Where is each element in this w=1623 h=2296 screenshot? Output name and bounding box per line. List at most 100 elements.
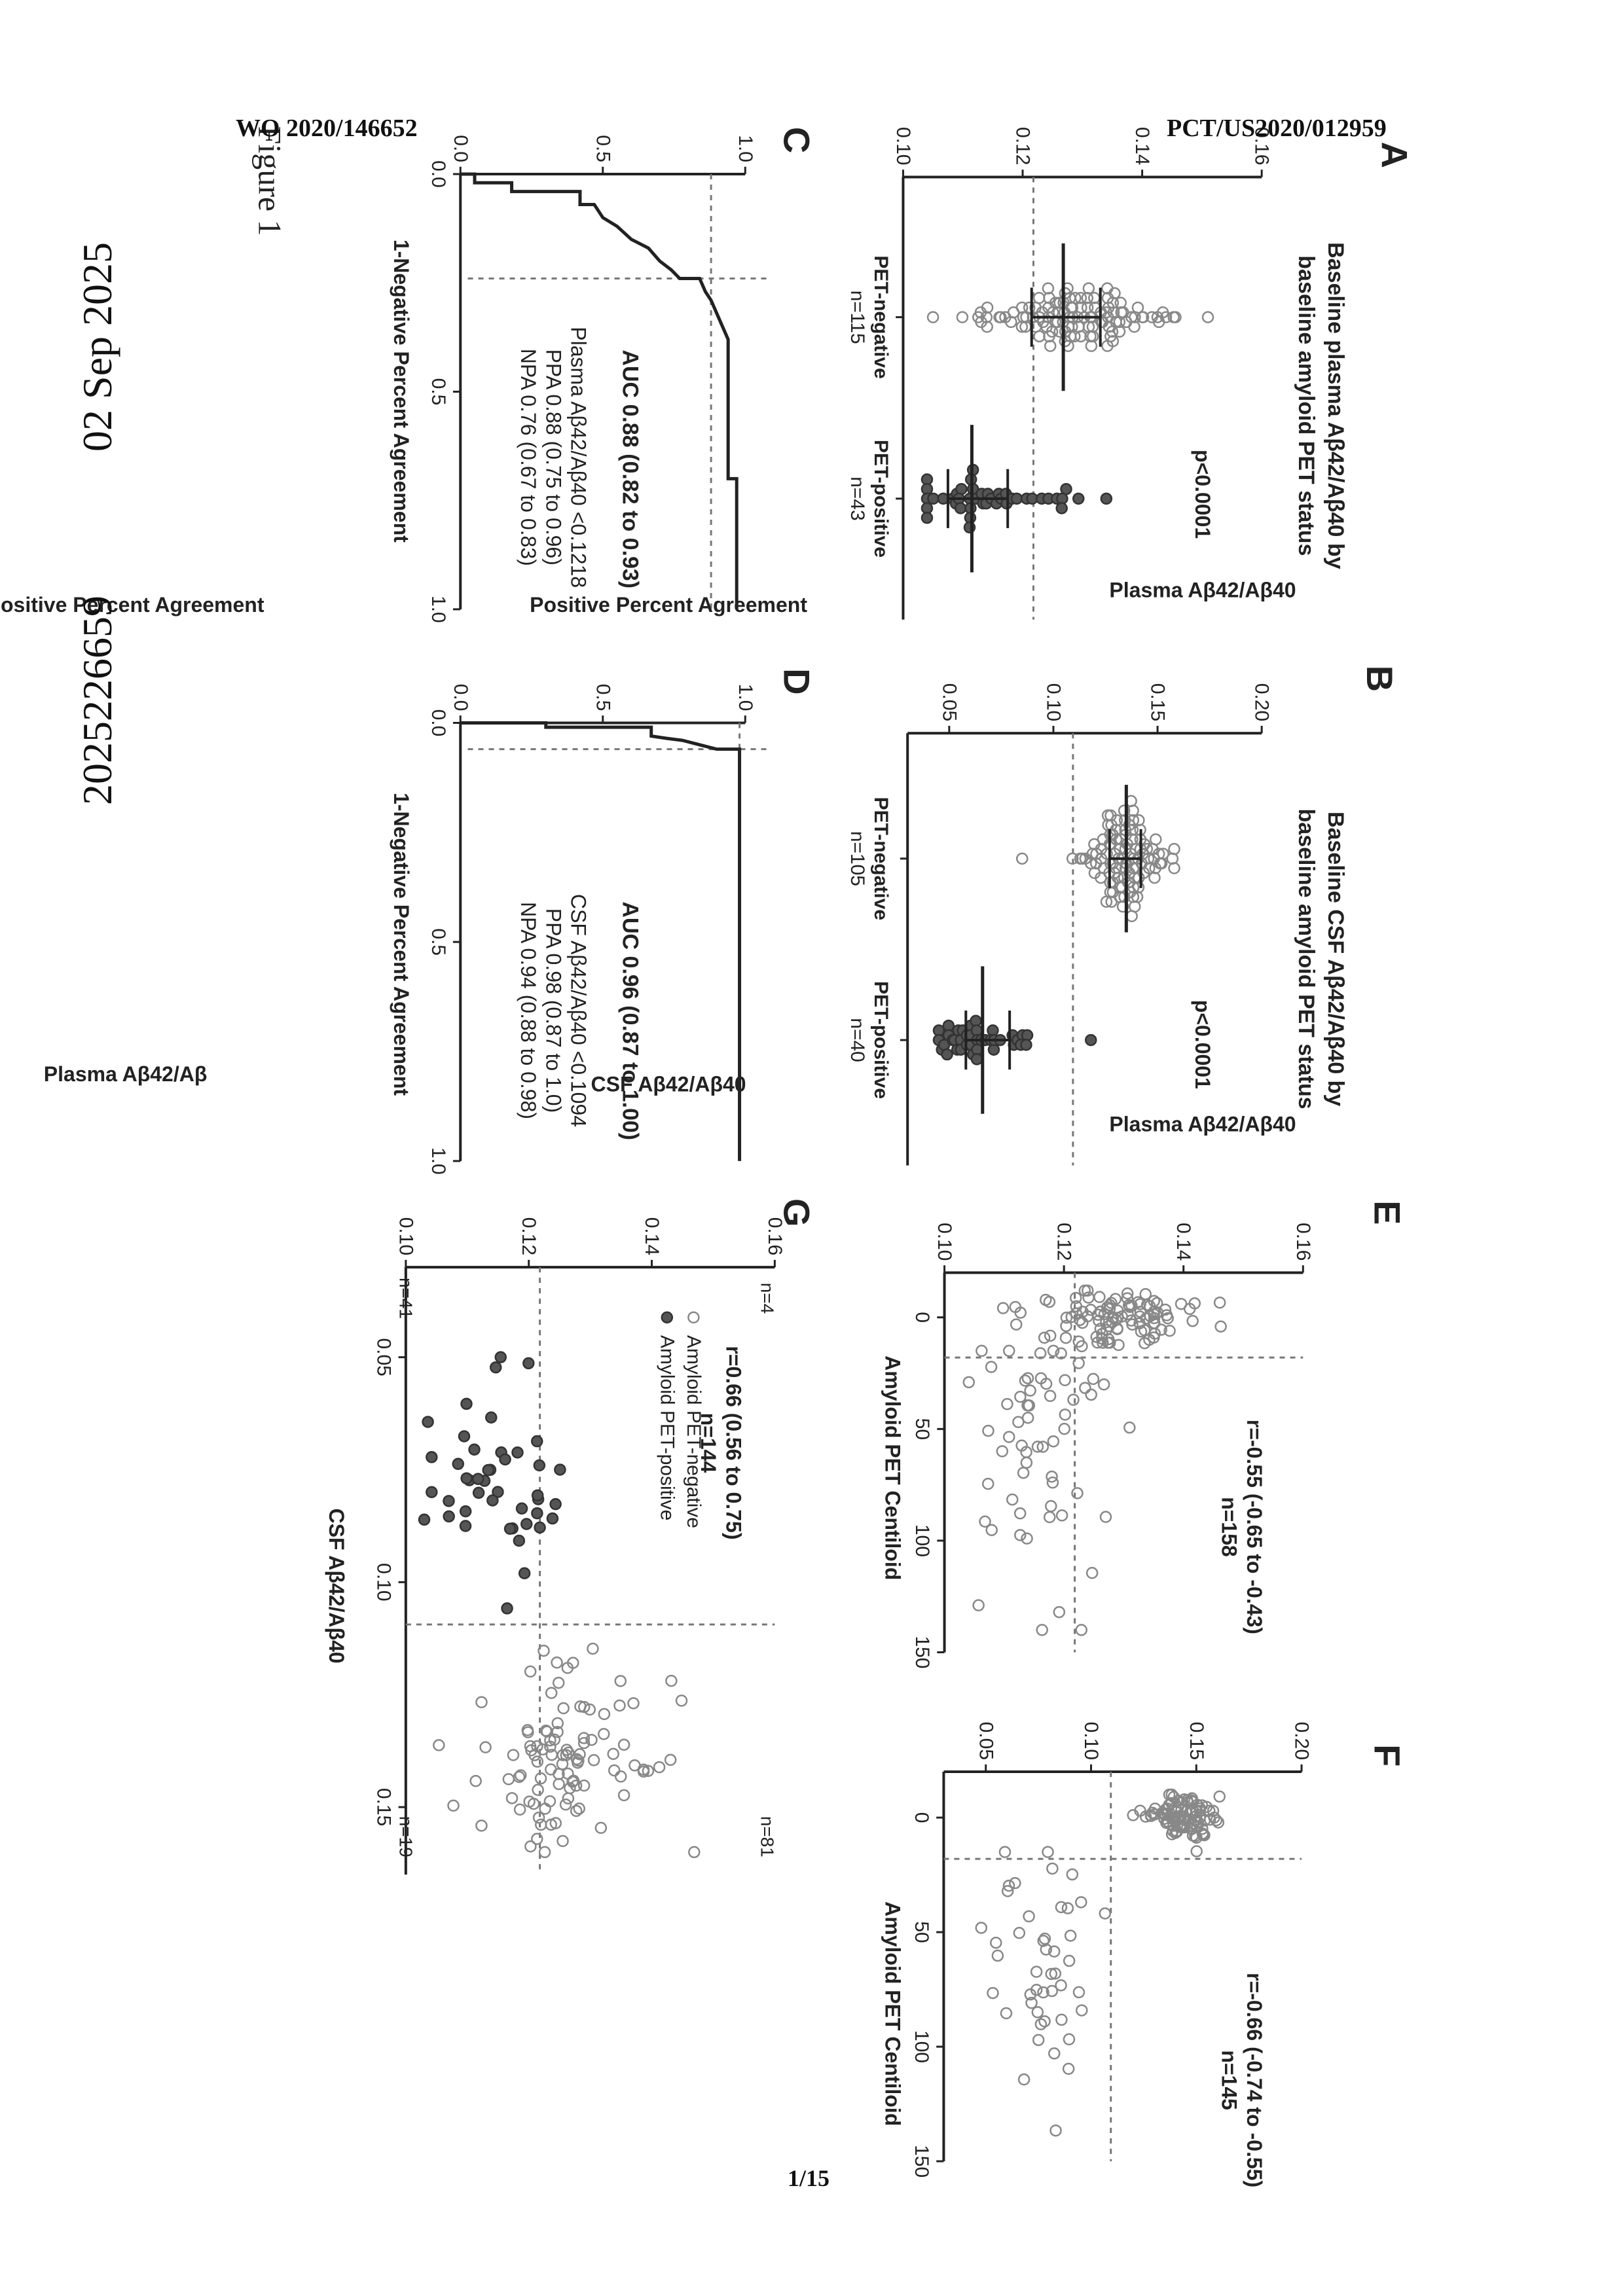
panel-g-data-point bbox=[532, 1436, 542, 1446]
panel-g-data-point bbox=[535, 1522, 545, 1533]
panel-f-xtick-label: 0 bbox=[911, 1812, 932, 1823]
panel-g-data-point bbox=[426, 1452, 437, 1462]
panel-c-auc-label: AUC 0.88 (0.82 to 0.93) bbox=[617, 350, 642, 588]
panel-a-data-point bbox=[928, 493, 939, 504]
panel-c-y-axis-title: Positive Percent Agreement bbox=[0, 593, 264, 617]
panel-c-ytick-label: 0.5 bbox=[592, 135, 613, 162]
panel-g-x-axis-title: CSF Aβ42/Aβ40 bbox=[325, 1509, 348, 1664]
panel-d-x-axis-title: 1-Negative Percent Agreement bbox=[390, 793, 413, 1096]
panel-g-ytick-label: 0.12 bbox=[518, 1217, 539, 1255]
panel-b-category-label: PET-negative bbox=[870, 797, 892, 920]
panel-b-data-point bbox=[972, 1054, 982, 1064]
panel-d-letter: D bbox=[776, 668, 818, 694]
panel-g-xtick-label: 0.10 bbox=[373, 1563, 395, 1601]
panel-g-data-point bbox=[461, 1399, 471, 1409]
panel-e-ytick-label: 0.12 bbox=[1053, 1223, 1075, 1261]
panel-d-xtick-label: 0.5 bbox=[428, 928, 449, 956]
panel-b-ytick-label: 0.15 bbox=[1147, 683, 1169, 721]
panel-a-letter: A bbox=[1374, 141, 1415, 168]
panel-g-data-point bbox=[512, 1447, 522, 1458]
panel-b-data-point bbox=[987, 1025, 998, 1035]
panel-b-ytick-label: 0.20 bbox=[1251, 683, 1273, 721]
panel-a-p-value: p<0.0001 bbox=[1191, 450, 1214, 539]
panel-b-ytick-label: 0.05 bbox=[938, 683, 960, 721]
panel-g-data-point bbox=[521, 1519, 532, 1530]
panel-e-xtick-label: 100 bbox=[911, 1524, 933, 1557]
panel-a-data-point bbox=[1073, 493, 1084, 504]
panel-b-letter: B bbox=[1359, 666, 1400, 692]
panel-g-data-point bbox=[487, 1495, 498, 1505]
panel-f-ytick-label: 0.20 bbox=[1291, 1722, 1313, 1760]
panel-b-category-n: n=105 bbox=[847, 831, 868, 886]
panel-g-data-point bbox=[519, 1568, 530, 1579]
panel-g-data-point bbox=[462, 1473, 472, 1484]
panel-g-data-point bbox=[517, 1503, 527, 1514]
panel-d-stat-line: NPA 0.94 (0.88 to 0.98) bbox=[517, 902, 540, 1119]
panel-g-xtick-label: 0.05 bbox=[373, 1338, 395, 1376]
header-publication-number: WO 2020/146652 bbox=[236, 115, 418, 142]
panel-c-stat-line: Plasma Aβ42/Aβ40 <0.1218 bbox=[567, 327, 591, 588]
panel-a-data-point bbox=[1057, 503, 1067, 514]
panel-f-n-label: n=145 bbox=[1218, 2050, 1241, 2110]
panel-b-category-n: n=40 bbox=[847, 1018, 868, 1062]
panel-e-ytick-label: 0.16 bbox=[1292, 1223, 1314, 1261]
panel-g-data-point bbox=[453, 1459, 464, 1469]
panel-f-ytick-label: 0.15 bbox=[1186, 1722, 1207, 1760]
panel-g-data-point bbox=[473, 1488, 484, 1498]
panel-g-letter: G bbox=[776, 1198, 818, 1227]
panel-e-correlation: r=-0.55 (-0.65 to -0.43) bbox=[1243, 1420, 1266, 1634]
panel-g-data-point bbox=[459, 1431, 469, 1442]
panel-g-data-point bbox=[469, 1444, 480, 1455]
panel-g-data-point bbox=[496, 1352, 506, 1363]
panel-e-ytick-label: 0.14 bbox=[1173, 1223, 1194, 1261]
panel-b-data-point bbox=[1021, 1039, 1031, 1050]
panel-g-legend-filled-marker bbox=[662, 1312, 672, 1323]
panel-b-ytick-label: 0.10 bbox=[1042, 683, 1064, 721]
panel-d-xtick-label: 1.0 bbox=[428, 1147, 449, 1175]
panel-g-data-point bbox=[423, 1416, 433, 1427]
panel-b-data-point bbox=[942, 1049, 953, 1060]
panel-a-category-n: n=43 bbox=[847, 476, 868, 521]
panel-g-y-axis-title: Plasma Aβ42/Aβ40 bbox=[1109, 579, 1296, 602]
panel-c-stat-line: PPA 0.88 (0.75 to 0.96) bbox=[541, 350, 565, 565]
panel-d-stat-line: PPA 0.98 (0.87 to 1.0) bbox=[541, 908, 565, 1113]
panel-a-category-label: PET-positive bbox=[870, 440, 892, 558]
panel-g-quadrant-count: n=4 bbox=[757, 1283, 778, 1314]
panel-c-ytick-label: 0.0 bbox=[450, 135, 471, 162]
panel-g-data-point bbox=[555, 1464, 565, 1475]
panel-b-p-value: p<0.0001 bbox=[1191, 1000, 1214, 1089]
panel-g-data-point bbox=[523, 1358, 534, 1369]
panel-g-data-point bbox=[444, 1511, 454, 1522]
panel-a-ytick-label: 0.14 bbox=[1131, 127, 1153, 165]
side-date: 02 Sep 2025 bbox=[74, 242, 120, 452]
panel-g-data-point bbox=[473, 1474, 483, 1484]
panel-g-ytick-label: 0.14 bbox=[641, 1217, 663, 1255]
panel-a-title-line: Baseline plasma Aβ42/Aβ40 by bbox=[1323, 242, 1348, 569]
panel-g-quadrant-count: n=41 bbox=[395, 1278, 416, 1319]
panel-c-xtick-label: 0.0 bbox=[428, 160, 449, 188]
panel-a-category-n: n=115 bbox=[847, 291, 868, 344]
panel-b-y-axis-title: CSF Aβ42/Aβ40 bbox=[591, 1073, 746, 1096]
panel-d-ytick-label: 0.0 bbox=[450, 684, 471, 711]
side-number: 2025226659 bbox=[74, 596, 120, 805]
panel-f-correlation: r=-0.66 (-0.74 to -0.55) bbox=[1243, 1973, 1266, 2187]
panel-d-ytick-label: 1.0 bbox=[735, 684, 756, 711]
panel-f-xtick-label: 50 bbox=[911, 1921, 932, 1943]
panel-d-xtick-label: 0.0 bbox=[428, 709, 449, 737]
panel-a-y-axis-title: Plasma Aβ42/Aβ bbox=[44, 1062, 208, 1086]
panel-e-n-label: n=158 bbox=[1218, 1497, 1241, 1557]
panel-f-ytick-label: 0.05 bbox=[975, 1722, 996, 1760]
panel-g-data-point bbox=[502, 1603, 513, 1613]
panel-g-data-point bbox=[500, 1454, 511, 1465]
panel-e-ytick-label: 0.10 bbox=[934, 1223, 955, 1261]
panel-b-category-label: PET-positive bbox=[870, 981, 892, 1099]
panel-b-title-line: Baseline CSF Aβ42/Aβ40 by bbox=[1323, 812, 1348, 1106]
panel-g-data-point bbox=[534, 1460, 545, 1471]
panel-a-ytick-label: 0.12 bbox=[1012, 127, 1034, 165]
panel-g-quadrant-count: n=81 bbox=[757, 1816, 778, 1857]
panel-e-xtick-label: 50 bbox=[911, 1418, 933, 1440]
panel-g-data-point bbox=[460, 1506, 471, 1516]
